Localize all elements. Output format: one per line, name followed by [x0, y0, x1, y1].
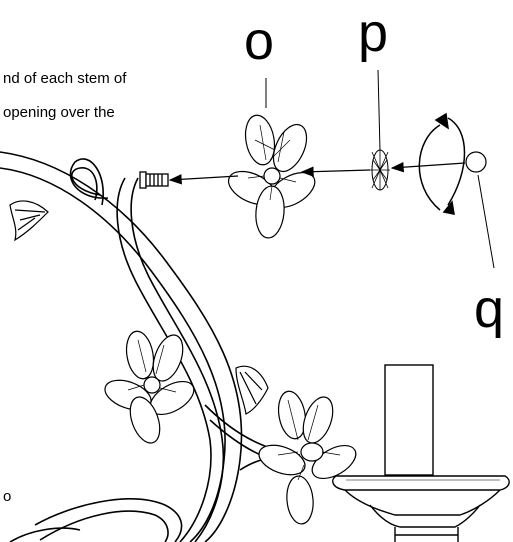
label-o: o [244, 11, 275, 71]
bobeche-p [370, 149, 390, 191]
instruction-line-1: nd of each stem of [3, 70, 127, 87]
screw-icon [139, 171, 169, 189]
label-q: q [474, 279, 505, 339]
flower-middle [104, 330, 195, 444]
candle-socket [332, 364, 510, 542]
assembly-arrows [168, 162, 466, 185]
bead-q [465, 151, 487, 173]
flower-lower [258, 390, 357, 525]
leaf-middle [235, 365, 269, 415]
leaf-upper-left [9, 200, 49, 242]
flower-o [227, 114, 316, 239]
instruction-line-3: o [3, 488, 12, 505]
instruction-line-2: opening over the [3, 104, 115, 121]
rotation-arrow-icon [418, 112, 466, 215]
leader-lines [265, 69, 495, 269]
label-p: p [358, 3, 389, 63]
